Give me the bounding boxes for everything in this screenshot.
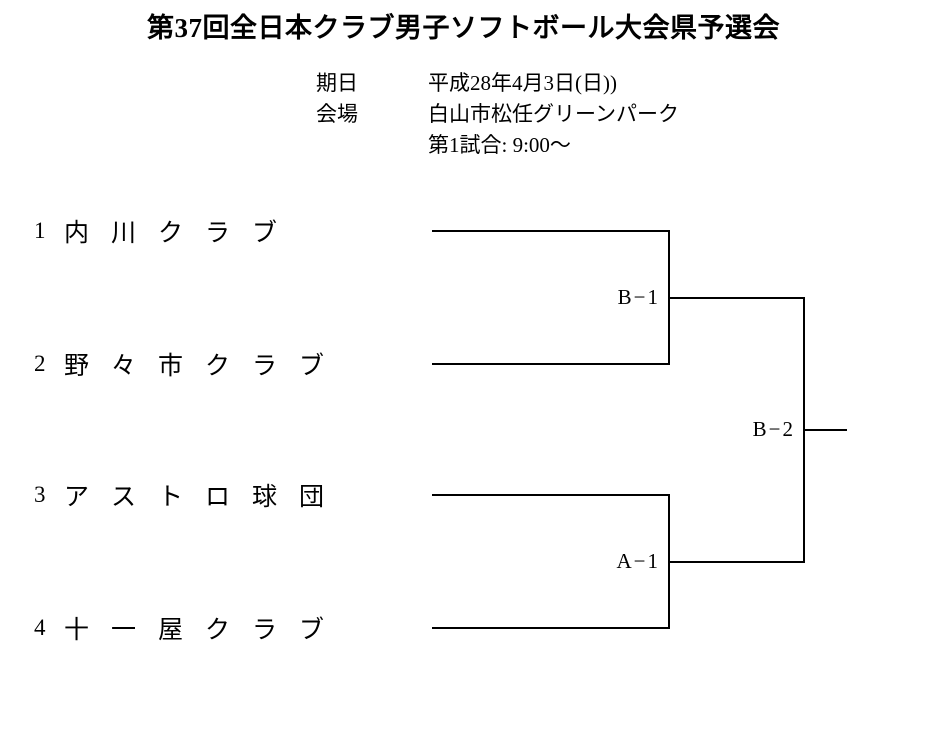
bracket-line-semifinal-lower-advance — [668, 561, 805, 563]
team-entry-3: 3 アストロ球団 — [34, 478, 424, 512]
team-entry-4: 4 十一屋クラブ — [34, 611, 424, 645]
info-value-first-game: 第1試合: 9:00〜 — [428, 133, 571, 157]
event-info-row-venue: 会場 白山市松任グリーンパーク — [316, 99, 679, 130]
team-seed-3: 3 — [34, 482, 46, 507]
team-seed-2: 2 — [34, 351, 46, 376]
team-name-1: 内川クラブ — [64, 220, 300, 247]
page-title: 第37回全日本クラブ男子ソフトボール大会県予選会 — [147, 13, 780, 43]
event-info-block: 期日 平成28年4月3日(日)) 会場 白山市松任グリーンパーク 第1試合: 9… — [316, 68, 679, 161]
match-label-semifinal-upper: B−1 — [617, 285, 660, 309]
bracket-connector-semifinal-upper — [668, 230, 670, 363]
team-entry-2: 2 野々市クラブ — [34, 347, 424, 381]
team-seed-1: 1 — [34, 218, 46, 243]
match-label-semifinal-lower: A−1 — [616, 549, 660, 573]
team-entry-1: 1 内川クラブ — [34, 214, 424, 248]
match-label-final: B−2 — [752, 417, 795, 441]
team-name-2: 野々市クラブ — [64, 353, 347, 380]
bracket-line-team-1 — [432, 230, 670, 232]
event-info-row-date: 期日 平成28年4月3日(日)) — [316, 68, 679, 99]
info-value-date: 平成28年4月3日(日)) — [428, 71, 617, 95]
event-info-row-first-game: 第1試合: 9:00〜 — [316, 130, 679, 161]
team-name-4: 十一屋クラブ — [64, 617, 347, 644]
bracket-line-champion — [803, 429, 847, 431]
bracket-line-team-3 — [432, 494, 670, 496]
info-value-venue: 白山市松任グリーンパーク — [428, 102, 679, 126]
bracket-line-team-4 — [432, 627, 670, 629]
bracket-connector-semifinal-lower — [668, 494, 670, 627]
bracket-line-semifinal-upper-advance — [668, 297, 805, 299]
bracket-line-team-2 — [432, 363, 670, 365]
team-name-3: アストロ球団 — [64, 484, 347, 511]
team-seed-4: 4 — [34, 615, 46, 640]
info-label-date: 期日 — [316, 71, 358, 95]
info-label-venue: 会場 — [316, 102, 358, 126]
